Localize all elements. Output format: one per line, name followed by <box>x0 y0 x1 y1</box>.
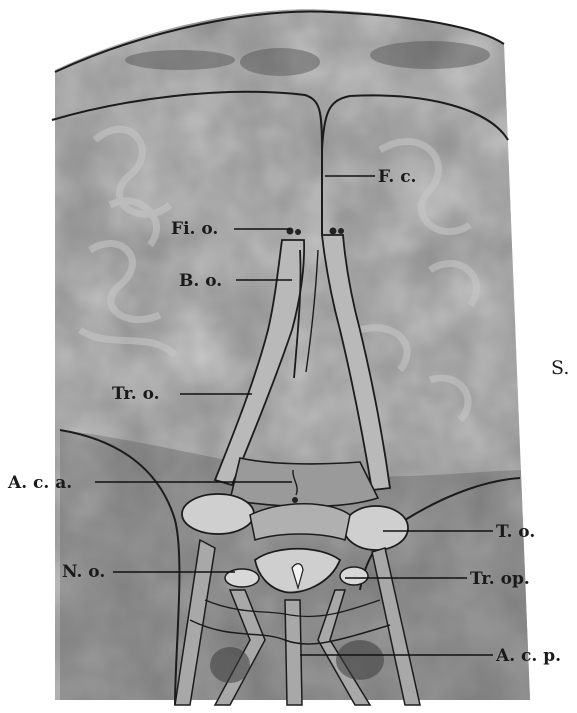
label-aca: A. c. a. <box>7 473 72 493</box>
label-fio: Fi. o. <box>171 219 218 239</box>
label-bo: B. o. <box>179 271 222 291</box>
left-olfactory-trigone <box>182 494 254 534</box>
label-s: S. <box>551 357 569 379</box>
label-no: N. o. <box>62 562 105 582</box>
right-olfactory-trigone <box>344 506 408 550</box>
label-fc: F. c. <box>378 167 416 187</box>
label-acp: A. c. p. <box>495 646 561 666</box>
label-trop: Tr. op. <box>470 569 530 589</box>
label-to: T. o. <box>496 522 535 542</box>
label-tro: Tr. o. <box>112 384 160 404</box>
